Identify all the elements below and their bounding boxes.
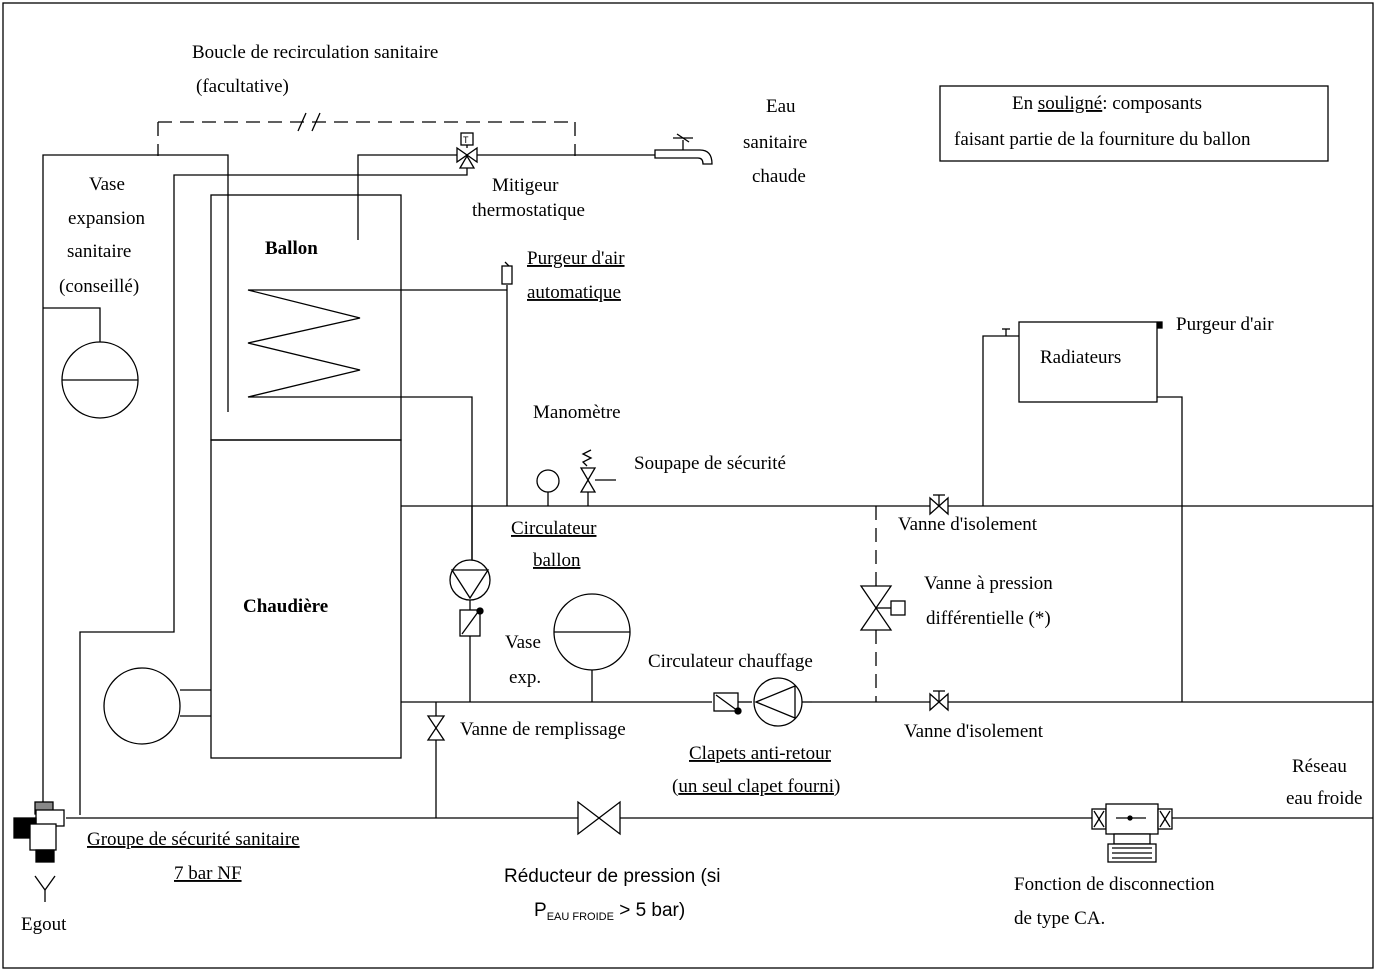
manometre-gauge xyxy=(536,469,560,506)
egout-label: Egout xyxy=(21,914,67,935)
vase-san-label-3: sanitaire xyxy=(67,241,131,262)
groupe-label-2: 7 bar NF xyxy=(174,863,242,884)
reseau-label-2: eau froide xyxy=(1286,788,1362,809)
mitigeur-label-2: thermostatique xyxy=(472,200,585,221)
chaudiere-label: Chaudière xyxy=(243,596,328,617)
vase-san-label-2: expansion xyxy=(68,208,146,229)
vanne-remplissage-label: Vanne de remplissage xyxy=(460,719,626,740)
heating-supply-line xyxy=(401,505,1373,560)
recirculation-loop xyxy=(157,112,576,156)
vase-exp-label-2: exp. xyxy=(509,667,541,688)
vanne-diff-label-1: Vanne à pression xyxy=(924,573,1053,594)
vanne-iso-top-label: Vanne d'isolement xyxy=(898,514,1038,535)
groupe-label-1: Groupe de sécurité sanitaire xyxy=(87,829,300,850)
vanne-diff-label-2: différentielle (*) xyxy=(926,608,1051,629)
radiateurs xyxy=(1018,321,1158,403)
legend-box xyxy=(939,85,1329,162)
vase-san-label-4: (conseillé) xyxy=(59,276,139,297)
manometre-label: Manomètre xyxy=(533,402,621,423)
legend-text-1: En souligné: composants xyxy=(1012,93,1202,114)
mitigeur-symbol: T xyxy=(463,135,469,145)
radiateurs-label: Radiateurs xyxy=(1040,347,1121,368)
purgeur-auto xyxy=(501,261,513,506)
circulateur-ballon xyxy=(449,559,491,702)
ballon-tank xyxy=(210,194,402,441)
eau-label-2: sanitaire xyxy=(743,132,807,153)
recirc-label-1: Boucle de recirculation sanitaire xyxy=(192,42,438,63)
fonction-label-1: Fonction de disconnection xyxy=(1014,874,1215,895)
purgeur-auto-label-2: automatique xyxy=(527,282,621,303)
groupe-securite xyxy=(13,801,65,902)
clapets-label-2: (un seul clapet fourni) xyxy=(672,776,840,797)
eau-label-1: Eau xyxy=(766,96,796,117)
hot-water-pipes xyxy=(42,154,655,850)
reseau-label-1: Réseau xyxy=(1292,756,1347,777)
soupape-valve xyxy=(579,449,616,506)
circulateur-chauffage xyxy=(713,677,812,727)
reducteur-label-1: Réducteur de pression (si xyxy=(504,866,721,887)
disconnecteur-ca xyxy=(1091,803,1173,863)
soupape-label: Soupape de sécurité xyxy=(634,453,786,474)
ballon-label: Ballon xyxy=(265,238,318,259)
vanne-isolement-top xyxy=(929,494,949,516)
vanne-pression-differentielle xyxy=(859,506,906,702)
ballon-coil xyxy=(247,289,507,560)
vase-exp-label-1: Vase xyxy=(505,632,541,653)
vanne-iso-bottom-label: Vanne d'isolement xyxy=(904,721,1044,742)
purgeur-auto-label-1: Purgeur d'air xyxy=(527,248,625,269)
vanne-isolement-bottom xyxy=(929,690,949,712)
mitigeur-label-1: Mitigeur xyxy=(492,175,559,196)
legend-text-2: faisant partie de la fourniture du ballo… xyxy=(954,129,1251,150)
eau-label-3: chaude xyxy=(752,166,806,187)
circ-ballon-label-1: Circulateur xyxy=(511,518,597,539)
purgeur-air-label: Purgeur d'air xyxy=(1176,314,1274,335)
chaudiere-side-vessel xyxy=(103,667,211,745)
reducteur-label-2: PEAU FROIDE > 5 bar) xyxy=(534,900,685,923)
radiateurs-pipes xyxy=(982,321,1183,702)
reducteur-pression xyxy=(577,800,621,836)
circ-ballon-label-2: ballon xyxy=(533,550,581,571)
fonction-label-2: de type CA. xyxy=(1014,908,1105,929)
vase-expansion-chauffage xyxy=(553,593,631,702)
mitigeur-valve xyxy=(456,132,478,169)
vanne-remplissage xyxy=(426,702,446,818)
recirc-label-2: (facultative) xyxy=(196,76,289,97)
vase-expansion-sanitaire xyxy=(43,307,139,419)
circ-chauffage-label: Circulateur chauffage xyxy=(648,651,813,672)
clapets-label-1: Clapets anti-retour xyxy=(689,743,832,764)
faucet-icon xyxy=(654,133,713,165)
vase-san-label-1: Vase xyxy=(89,174,125,195)
chaudiere xyxy=(210,439,402,759)
